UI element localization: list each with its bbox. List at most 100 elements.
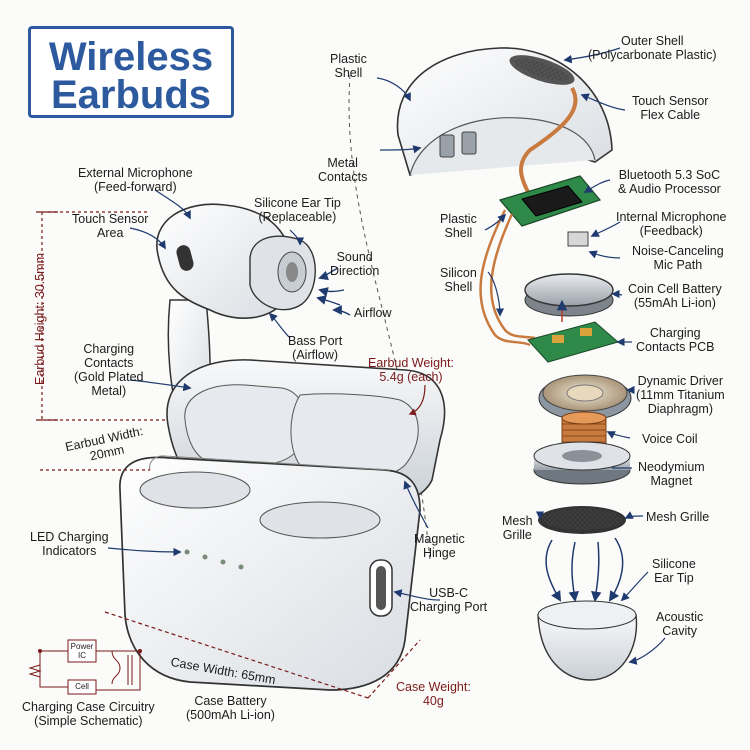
- label-metal-contacts: Metal Contacts: [318, 156, 367, 184]
- label-mesh-grille-right-l1: Mesh Grille: [646, 510, 710, 524]
- label-coin-battery-l2: (55mAh Li-ion): [633, 296, 716, 310]
- label-usbc-l1: USB-C: [429, 586, 469, 600]
- label-coin-battery-l1: Coin Cell Battery: [628, 282, 722, 296]
- label-usbc: USB-C Charging Port: [410, 586, 487, 614]
- label-silicone-tip: Silicone Ear Tip (Replaceable): [254, 196, 341, 224]
- label-silicone-tip-l1: Silicone Ear Tip: [254, 196, 341, 210]
- label-led-indicators-l1: LED Charging: [30, 530, 109, 544]
- label-internal-mic: Internal Microphone (Feedback): [616, 210, 726, 238]
- label-bass-port: Bass Port (Airflow): [288, 334, 342, 362]
- label-neodymium-l2: Magnet: [650, 474, 693, 488]
- label-metal-contacts-l2: Contacts: [318, 170, 368, 184]
- voice-coil: [561, 411, 607, 447]
- bluetooth-soc-board: [498, 175, 602, 247]
- label-charging-pcb-l1: Charging: [649, 326, 701, 340]
- label-mesh-grille-right: Mesh Grille: [646, 510, 709, 524]
- label-case-circuitry-l1: Charging Case Circuitry: [22, 700, 155, 714]
- outer-shell: [396, 47, 613, 177]
- label-sound-direction-l2: Direction: [330, 264, 380, 278]
- label-touch-area-l2: Area: [97, 226, 124, 240]
- schematic-power-ic-2: IC: [78, 651, 86, 660]
- label-charging-contacts-l2: Contacts: [84, 356, 134, 370]
- title-box: Wireless Earbuds: [28, 26, 234, 118]
- label-sound-direction: Sound Direction: [330, 250, 379, 278]
- label-mesh-grille-left: Mesh Grille: [502, 514, 533, 542]
- label-charging-pcb: Charging Contacts PCB: [636, 326, 715, 354]
- label-plastic-shell-mid-l1: Plastic: [440, 212, 477, 226]
- label-silicon-shell: Silicon Shell: [440, 266, 477, 294]
- label-touch-area-l1: Touch Sensor: [72, 212, 149, 226]
- label-earbud-height: Earbud Height: 30.5mm: [33, 253, 47, 386]
- label-noise-cancel-l1: Noise-Canceling: [632, 244, 724, 258]
- neodymium-magnet: [533, 441, 631, 485]
- label-ext-mic: External Microphone (Feed-forward): [78, 166, 193, 194]
- label-mesh-grille-left-l1: Mesh: [502, 514, 533, 528]
- label-noise-cancel-l2: Mic Path: [653, 258, 703, 272]
- label-case-battery-l2: (500mAh Li-ion): [186, 708, 275, 722]
- label-plastic-shell-mid-l2: Shell: [444, 226, 473, 240]
- label-silicon-shell-l1: Silicon: [440, 266, 477, 280]
- label-ext-mic-l1: External Microphone: [78, 166, 193, 180]
- label-voice-coil: Voice Coil: [642, 432, 698, 446]
- acoustic-cavity-tip: [537, 600, 638, 681]
- label-neodymium: Neodymium Magnet: [638, 460, 705, 488]
- label-led-indicators-l2: Indicators: [42, 544, 97, 558]
- case-circuit-schematic: [28, 639, 142, 695]
- label-magnetic-hinge: Magnetic Hinge: [414, 532, 465, 560]
- label-magnetic-hinge-l2: Hinge: [423, 546, 456, 560]
- touch-flex-cable: [519, 86, 578, 193]
- label-earbud-weight-l1: Earbud Weight:: [368, 356, 454, 370]
- internal-mic-part: [567, 231, 589, 247]
- label-voice-coil-l1: Voice Coil: [642, 432, 698, 446]
- mesh-grille: [538, 506, 626, 534]
- label-silicon-shell-l2: Shell: [444, 280, 473, 294]
- label-dynamic-driver-l3: Diaphragm): [647, 402, 713, 416]
- label-metal-contacts-l1: Metal: [327, 156, 358, 170]
- label-outer-shell-l2: (Polycarbonate Plastic): [588, 48, 717, 62]
- label-bt-soc: Bluetooth 5.3 SoC & Audio Processor: [618, 168, 721, 196]
- label-plastic-shell-top: Plastic Shell: [330, 52, 367, 80]
- label-bt-soc-l1: Bluetooth 5.3 SoC: [618, 168, 721, 182]
- label-plastic-shell-top-l2: Shell: [334, 66, 363, 80]
- label-mesh-grille-left-l2: Grille: [502, 528, 532, 542]
- label-silicone-tip-bottom-l1: Silicone: [652, 557, 696, 571]
- label-plastic-shell-top-l1: Plastic: [330, 52, 367, 66]
- label-case-circuitry: Charging Case Circuitry (Simple Schemati…: [22, 700, 155, 728]
- charging-case: [119, 359, 446, 691]
- label-silicone-tip-bottom: Silicone Ear Tip: [652, 557, 696, 585]
- label-outer-shell-l1: Outer Shell: [621, 34, 684, 48]
- label-acoustic-cavity-l2: Cavity: [662, 624, 697, 638]
- label-dynamic-driver-l2: (11mm Titanium: [636, 388, 725, 402]
- label-bt-soc-l2: & Audio Processor: [618, 182, 721, 196]
- label-coin-battery: Coin Cell Battery (55mAh Li-ion): [628, 282, 722, 310]
- label-case-weight-l2: 40g: [422, 694, 444, 708]
- dynamic-driver: [538, 374, 632, 421]
- label-touch-flex-l2: Flex Cable: [640, 108, 701, 122]
- label-silicone-tip-bottom-l2: Ear Tip: [654, 571, 694, 585]
- label-case-circuitry-l2: (Simple Schematic): [34, 714, 143, 728]
- label-charging-contacts-l3: (Gold Plated: [74, 370, 144, 384]
- label-earbud-weight-l2: 5.4g (each): [379, 370, 443, 384]
- label-acoustic-cavity: Acoustic Cavity: [656, 610, 703, 638]
- label-silicone-tip-l2: (Replaceable): [258, 210, 337, 224]
- earbud-assembled: [156, 203, 316, 426]
- label-case-weight: Case Weight: 40g: [396, 680, 471, 708]
- label-plastic-shell-mid: Plastic Shell: [440, 212, 477, 240]
- schematic-power-ic-1: Power: [70, 642, 94, 651]
- label-internal-mic-l1: Internal Microphone: [616, 210, 727, 224]
- label-touch-area: Touch Sensor Area: [72, 212, 148, 240]
- label-charging-contacts-l1: Charging: [83, 342, 135, 356]
- label-touch-flex: Touch Sensor Flex Cable: [632, 94, 708, 122]
- coin-cell-battery: [524, 273, 614, 317]
- label-internal-mic-l2: (Feedback): [639, 224, 703, 238]
- label-bass-port-l1: Bass Port: [288, 334, 343, 348]
- label-charging-contacts-l4: Metal): [91, 384, 127, 398]
- label-led-indicators: LED Charging Indicators: [30, 530, 109, 558]
- title-line-2: Earbuds: [50, 73, 212, 117]
- label-bass-port-l2: (Airflow): [292, 348, 339, 362]
- sound-arrows: [545, 537, 624, 603]
- schematic-cell: Cell: [75, 682, 89, 691]
- label-usbc-l2: Charging Port: [410, 600, 488, 614]
- label-sound-direction-l1: Sound: [336, 250, 373, 264]
